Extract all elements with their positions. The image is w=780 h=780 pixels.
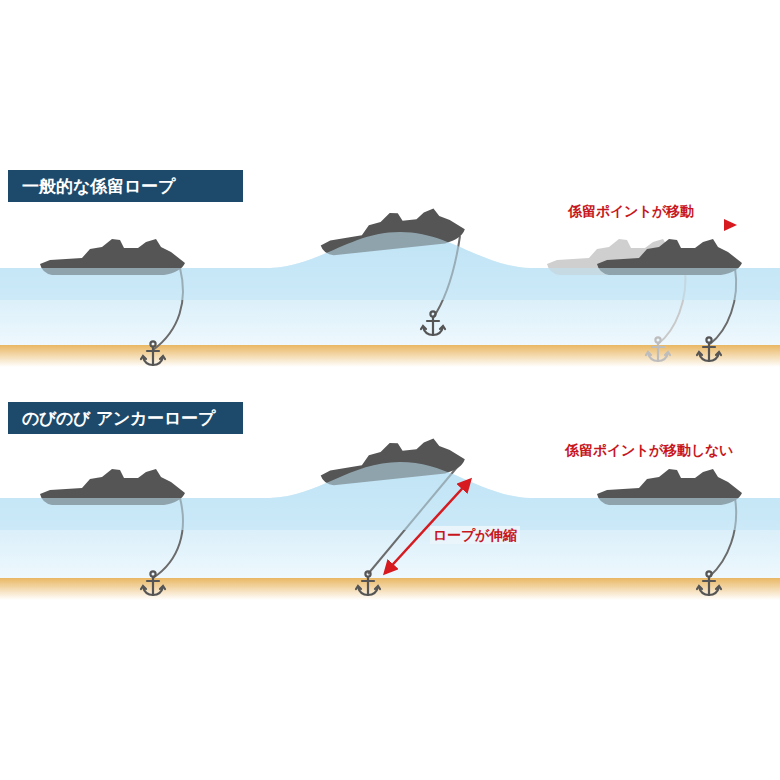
callout-note: ロープが伸縮 [430, 526, 520, 544]
section-title: 一般的な係留ロープ [22, 176, 175, 196]
section-title: のびのび アンカーロープ [22, 408, 215, 428]
section-title-band: のびのび アンカーロープ [8, 402, 243, 434]
callout-note: 係留ポイントが移動 [568, 202, 694, 220]
section-title-band: 一般的な係留ロープ [8, 170, 243, 202]
callout-note: 係留ポイントが移動しない [565, 441, 733, 459]
